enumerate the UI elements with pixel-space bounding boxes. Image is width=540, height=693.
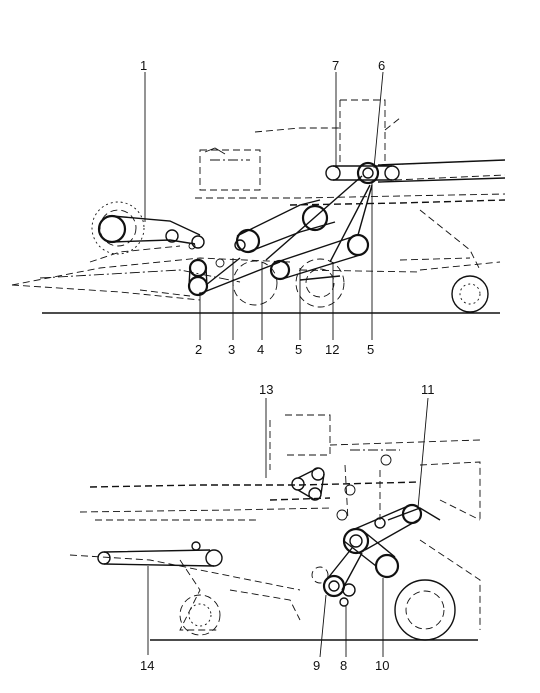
top-reel-pulley [97, 214, 127, 244]
top-pulley-5 [269, 259, 291, 281]
belt-10 [343, 529, 396, 567]
bottom-pulley-10b [374, 553, 400, 579]
top-chassis-rail [195, 193, 506, 199]
top-pulley-4 [301, 204, 329, 232]
label-2: 2 [195, 342, 202, 357]
bottom-pulley-13 [291, 477, 305, 491]
label-10: 10 [375, 658, 389, 673]
bottom-pulley-8 [342, 583, 356, 597]
top-tank-outline [340, 99, 386, 162]
belt-4 [205, 257, 241, 286]
top-leaders [144, 71, 384, 340]
label-1: 1 [140, 58, 147, 73]
top-pulley-6 [356, 161, 380, 185]
top-machine-view [11, 99, 506, 314]
bottom-rear-wheel [394, 579, 456, 641]
label-8: 8 [340, 658, 347, 673]
label-11: 11 [421, 382, 435, 397]
belt-1 [111, 215, 201, 236]
label-4: 4 [257, 342, 264, 357]
label-9: 9 [313, 658, 320, 673]
bottom-tank-outline [285, 414, 331, 456]
belt-2 [188, 267, 208, 287]
top-pulley-7 [325, 165, 341, 181]
belt-3 [236, 199, 321, 237]
bottom-front-wheel [179, 594, 221, 636]
label-6: 6 [378, 58, 385, 73]
bottom-chassis-rail [89, 481, 421, 488]
label-5: 5 [295, 342, 302, 357]
belt-13 [297, 467, 325, 501]
top-header-outline [11, 257, 291, 286]
label-7: 7 [332, 58, 339, 73]
belt-9 [327, 547, 363, 591]
bottom-leaders [147, 397, 429, 658]
belt-11 [349, 505, 419, 551]
label-5-right: 5 [367, 342, 374, 357]
label-13: 13 [259, 382, 273, 397]
top-mid-wheel [295, 258, 345, 308]
belt-14 [103, 549, 215, 567]
bottom-machine-view [69, 414, 481, 641]
belt-7 [333, 165, 392, 181]
top-cab-outline [199, 149, 261, 191]
belt-5 [279, 235, 356, 262]
label-3: 3 [228, 342, 235, 357]
top-reel-outline [91, 201, 145, 255]
bottom-pulley-14 [97, 551, 111, 565]
label-14: 14 [140, 658, 154, 673]
belt-12 [265, 175, 363, 261]
top-rear-wheel [451, 275, 489, 313]
label-12: 12 [325, 342, 339, 357]
